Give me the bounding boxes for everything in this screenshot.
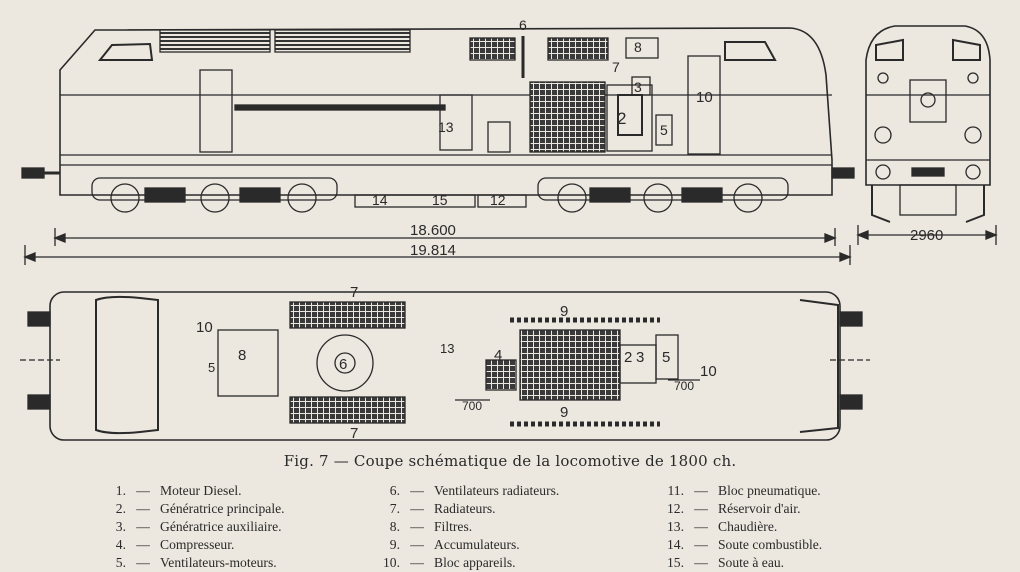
- legend-label: Moteur Diesel.: [160, 483, 242, 498]
- dim-overall-length: 18.600: [410, 222, 456, 239]
- legend-item: 8.—Filtres.: [374, 518, 559, 536]
- elev-label-5: 5: [660, 122, 668, 138]
- legend-num: 8.: [389, 519, 400, 534]
- legend-num: 13.: [667, 519, 684, 534]
- legend-item: 2.—Génératrice principale.: [100, 500, 285, 518]
- elev-label-8: 8: [634, 39, 642, 55]
- dim-gap-left: 700: [462, 399, 482, 413]
- plan-label-5-right: 5: [662, 349, 670, 366]
- legend-item: 14.—Soute combustible.: [658, 536, 822, 554]
- legend-num: 10.: [383, 555, 400, 570]
- legend-label: Chaudière.: [718, 519, 778, 534]
- legend-label: Génératrice principale.: [160, 501, 285, 516]
- legend-label: Bloc appareils.: [434, 555, 516, 570]
- plan-view: [20, 291, 870, 441]
- legend-item: 6.—Ventilateurs radiateurs.: [374, 482, 560, 500]
- plan-label-10-left: 10: [196, 319, 213, 336]
- plan-label-4: 4: [494, 347, 502, 364]
- dim-buffer-length: 19.814: [410, 242, 456, 259]
- elev-label-13: 13: [438, 119, 454, 135]
- legend-num: 9.: [389, 537, 400, 552]
- bogie-right: [537, 177, 789, 213]
- dim-gap-right: 700: [674, 379, 694, 393]
- legend-column-1: 1.—Moteur Diesel. 2.—Génératrice princip…: [100, 482, 285, 572]
- elev-label-3: 3: [634, 79, 642, 95]
- legend-item: 5.—Ventilateurs-moteurs.: [100, 554, 285, 572]
- legend-num: 2.: [115, 501, 126, 516]
- plan-label-2: 2: [624, 349, 632, 366]
- legend-label: Soute à eau.: [718, 555, 785, 570]
- plan-label-3: 3: [636, 349, 644, 366]
- legend-num: 4.: [115, 537, 126, 552]
- legend-label: Génératrice auxiliaire.: [160, 519, 282, 534]
- legend-item: 7.—Radiateurs.: [374, 500, 559, 518]
- legend-column-2: 6.—Ventilateurs radiateurs. 7.—Radiateur…: [374, 482, 559, 572]
- legend-item: 12.—Réservoir d'air.: [658, 500, 822, 518]
- legend-num: 7.: [389, 501, 400, 516]
- legend-num: 14.: [667, 537, 684, 552]
- elev-label-12: 12: [490, 192, 506, 208]
- legend-item: 10.—Bloc appareils.: [374, 554, 559, 572]
- legend-item: 11.—Bloc pneumatique.: [658, 482, 822, 500]
- legend-num: 3.: [115, 519, 126, 534]
- legend-label: Réservoir d'air.: [718, 501, 801, 516]
- elev-label-6: 6: [519, 17, 527, 33]
- legend-label: Radiateurs.: [434, 501, 496, 516]
- elev-label-2: 2: [617, 109, 626, 128]
- legend-label: Soute combustible.: [718, 537, 823, 552]
- legend-num: 6.: [389, 483, 400, 498]
- legend-label: Filtres.: [434, 519, 473, 534]
- legend-item: 13.—Chaudière.: [658, 518, 822, 536]
- plan-label-9-bottom: 9: [560, 404, 568, 421]
- elev-label-14: 14: [372, 192, 388, 208]
- legend-label: Ventilateurs-moteurs.: [160, 555, 277, 570]
- plan-label-5-left: 5: [208, 360, 215, 375]
- bogie-left: [91, 177, 338, 213]
- elev-label-15: 15: [432, 192, 448, 208]
- plan-label-13: 13: [440, 341, 454, 356]
- legend-label: Compresseur.: [160, 537, 235, 552]
- plan-label-7-bottom: 7: [350, 425, 358, 442]
- legend-num: 15.: [667, 555, 684, 570]
- plan-label-9-top: 9: [560, 303, 568, 320]
- legend-num: 11.: [667, 483, 685, 498]
- legend-item: 9.—Accumulateurs.: [374, 536, 559, 554]
- dim-width: 2960: [910, 227, 943, 244]
- legend-num: 12.: [667, 501, 684, 516]
- legend-label: Accumulateurs.: [434, 537, 520, 552]
- side-elevation: [21, 27, 855, 265]
- legend-item: 1.—Moteur Diesel.: [100, 482, 285, 500]
- legend-column-3: 11.—Bloc pneumatique. 12.—Réservoir d'ai…: [658, 482, 822, 572]
- elev-label-7: 7: [612, 59, 620, 75]
- plan-label-6: 6: [339, 356, 347, 373]
- elev-label-10: 10: [696, 89, 713, 106]
- legend-label: Ventilateurs radiateurs.: [434, 483, 560, 498]
- front-view: [856, 25, 998, 245]
- legend-item: 15.—Soute à eau.: [658, 554, 822, 572]
- plan-label-7-top: 7: [350, 284, 358, 301]
- legend-num: 1.: [115, 483, 126, 498]
- legend-item: 3.—Génératrice auxiliaire.: [100, 518, 285, 536]
- legend-item: 4.—Compresseur.: [100, 536, 285, 554]
- figure-caption: Fig. 7 — Coupe schématique de la locomot…: [283, 452, 737, 470]
- legend-label: Bloc pneumatique.: [718, 483, 821, 498]
- plan-label-10-right: 10: [700, 363, 717, 380]
- plan-label-8: 8: [238, 347, 246, 364]
- legend-num: 5.: [115, 555, 126, 570]
